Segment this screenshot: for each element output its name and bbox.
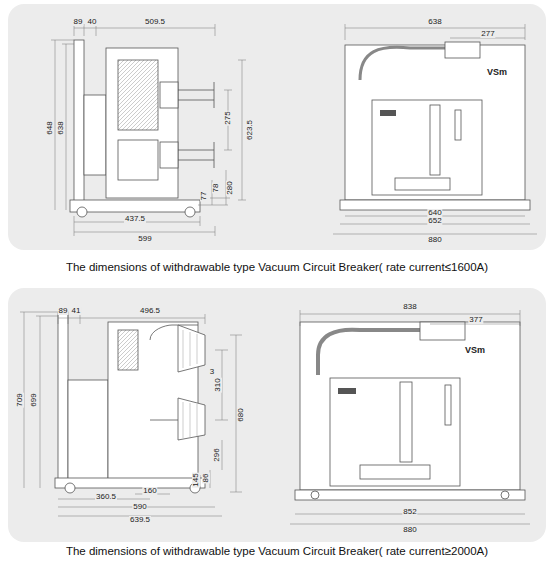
dimension-label: 310 [214,377,222,392]
dimension-label: 590 [132,503,147,511]
caption-text: The dimensions of withdrawable type Vacu… [65,546,489,558]
dimension-label: 709 [16,392,24,407]
dimension-label: 377 [468,316,483,324]
dimension-label: 280 [226,180,234,195]
dimension-label: 509.5 [144,18,166,26]
dimension-label: 77 [200,191,208,202]
dimension-label: 89 [58,307,69,315]
dimension-label: 880 [402,526,417,534]
dimension-label: 652 [427,217,442,225]
dimension-label: 145 [192,472,200,487]
dimension-label: 360.5 [95,493,117,501]
dimension-label: 648 [46,120,54,135]
dimension-label: 638 [57,120,65,135]
dimension-label: 275 [224,110,232,125]
dimension-label: 40 [87,18,98,26]
dimension-label: 160 [142,487,157,495]
dimension-label: 599 [137,235,152,243]
model-label: VSm [486,68,508,77]
dimension-label: 623.5 [246,119,254,141]
dimension-label: 437.5 [124,215,146,223]
dimension-label: 296 [213,447,221,462]
dimension-label: 680 [237,407,245,422]
model-label: VSm [464,346,486,355]
dimension-label: 639.5 [129,516,151,524]
dimension-label: 89 [73,18,84,26]
dimension-label: 496.5 [139,307,161,315]
caption-text: The dimensions of withdrawable type Vacu… [65,262,489,274]
dimension-label: 86 [202,473,210,484]
dimension-label: 277 [480,30,495,38]
dimension-label: 880 [427,236,442,244]
dimension-label: 852 [402,508,417,516]
dimension-label: 699 [30,392,38,407]
dimension-label: 838 [402,303,417,311]
dimension-label: 640 [427,209,442,217]
dimension-label: 41 [71,307,82,315]
dimension-label: 638 [427,18,442,26]
dimension-label: 3 [209,368,215,376]
dimension-label: 78 [212,183,220,194]
